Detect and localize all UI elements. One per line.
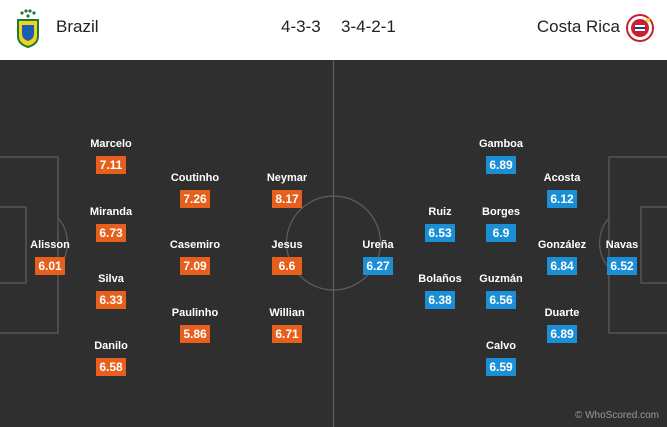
home-team-name: Brazil xyxy=(56,17,99,36)
home-formation: 4-3-3 xyxy=(281,17,321,36)
player-coutinho[interactable]: Coutinho 7.26 xyxy=(155,171,235,208)
player-name: Danilo xyxy=(94,340,128,352)
player-rating: 6.89 xyxy=(547,325,577,343)
player-name: Acosta xyxy=(543,172,581,184)
player-danilo[interactable]: Danilo 6.58 xyxy=(71,339,151,376)
player-duarte[interactable]: Duarte 6.89 xyxy=(522,306,602,343)
player-neymar[interactable]: Neymar 8.17 xyxy=(247,171,327,208)
player-name: Ruiz xyxy=(428,206,452,218)
player-name: Casemiro xyxy=(169,239,221,251)
player-gamboa[interactable]: Gamboa 6.89 xyxy=(461,137,541,174)
player-alisson[interactable]: Alisson 6.01 xyxy=(10,238,90,275)
player-rating: 6.33 xyxy=(96,291,126,309)
player-rating: 8.17 xyxy=(272,190,302,208)
player-name: Gamboa xyxy=(478,138,523,150)
match-header: Brazil 4-3-3 3-4-2-1 Costa Rica xyxy=(0,0,667,60)
player-navas[interactable]: Navas 6.52 xyxy=(582,238,662,275)
player-borges[interactable]: Borges 6.9 xyxy=(461,205,541,242)
player-rating: 6.58 xyxy=(96,358,126,376)
player-gonzalez[interactable]: González 6.84 xyxy=(522,238,602,275)
player-marcelo[interactable]: Marcelo 7.11 xyxy=(71,137,151,174)
player-rating: 6.38 xyxy=(425,291,455,309)
player-rating: 6.73 xyxy=(96,224,126,242)
player-bolanos[interactable]: Bolaños 6.38 xyxy=(400,272,480,309)
player-rating: 7.26 xyxy=(180,190,210,208)
player-silva[interactable]: Silva 6.33 xyxy=(71,272,151,309)
player-rating: 6.59 xyxy=(486,358,516,376)
player-name: Marcelo xyxy=(90,138,132,150)
player-paulinho[interactable]: Paulinho 5.86 xyxy=(155,306,235,343)
player-name: Silva xyxy=(98,273,124,285)
player-jesus[interactable]: Jesus 6.6 xyxy=(247,238,327,275)
player-name: González xyxy=(537,239,587,251)
player-casemiro[interactable]: Casemiro 7.09 xyxy=(155,238,235,275)
player-miranda[interactable]: Miranda 6.73 xyxy=(71,205,151,242)
player-urena[interactable]: Ureña 6.27 xyxy=(338,238,418,275)
player-name: Calvo xyxy=(486,340,516,352)
player-name: Willian xyxy=(269,307,305,319)
player-rating: 6.84 xyxy=(547,257,577,275)
player-name: Navas xyxy=(605,239,639,251)
player-rating: 6.6 xyxy=(272,257,302,275)
player-rating: 6.89 xyxy=(486,156,516,174)
player-rating: 7.11 xyxy=(96,156,126,174)
player-name: Guzmán xyxy=(479,273,523,285)
player-guzman[interactable]: Guzmán 6.56 xyxy=(461,272,541,309)
player-name: Coutinho xyxy=(170,172,220,184)
player-rating: 6.12 xyxy=(547,190,577,208)
player-name: Paulinho xyxy=(171,307,219,319)
player-rating: 7.09 xyxy=(180,257,210,275)
player-rating: 5.86 xyxy=(180,325,210,343)
player-rating: 6.71 xyxy=(272,325,302,343)
player-willian[interactable]: Willian 6.71 xyxy=(247,306,327,343)
player-calvo[interactable]: Calvo 6.59 xyxy=(461,339,541,376)
player-name: Miranda xyxy=(89,206,133,218)
player-name: Jesus xyxy=(271,239,303,251)
away-team-name: Costa Rica xyxy=(536,17,620,36)
costa-rica-crest-icon xyxy=(626,14,654,42)
player-rating: 6.27 xyxy=(363,257,393,275)
whoscored-credit: © WhoScored.com xyxy=(574,410,659,421)
player-rating: 6.9 xyxy=(486,224,516,242)
player-rating: 6.56 xyxy=(486,291,516,309)
player-rating: 6.52 xyxy=(607,257,637,275)
player-name: Ureña xyxy=(362,239,394,251)
player-name: Alisson xyxy=(30,239,70,251)
player-ruiz[interactable]: Ruiz 6.53 xyxy=(400,205,480,242)
brazil-crest-icon xyxy=(14,8,42,49)
player-rating: 6.53 xyxy=(425,224,455,242)
player-name: Neymar xyxy=(266,172,308,184)
player-name: Duarte xyxy=(544,307,580,319)
player-acosta[interactable]: Acosta 6.12 xyxy=(522,171,602,208)
player-name: Bolaños xyxy=(418,273,462,285)
away-formation: 3-4-2-1 xyxy=(341,17,396,36)
player-rating: 6.01 xyxy=(35,257,65,275)
player-name: Borges xyxy=(482,206,520,218)
pitch: Alisson 6.01 Marcelo 7.11 Miranda 6.73 S… xyxy=(0,60,667,427)
